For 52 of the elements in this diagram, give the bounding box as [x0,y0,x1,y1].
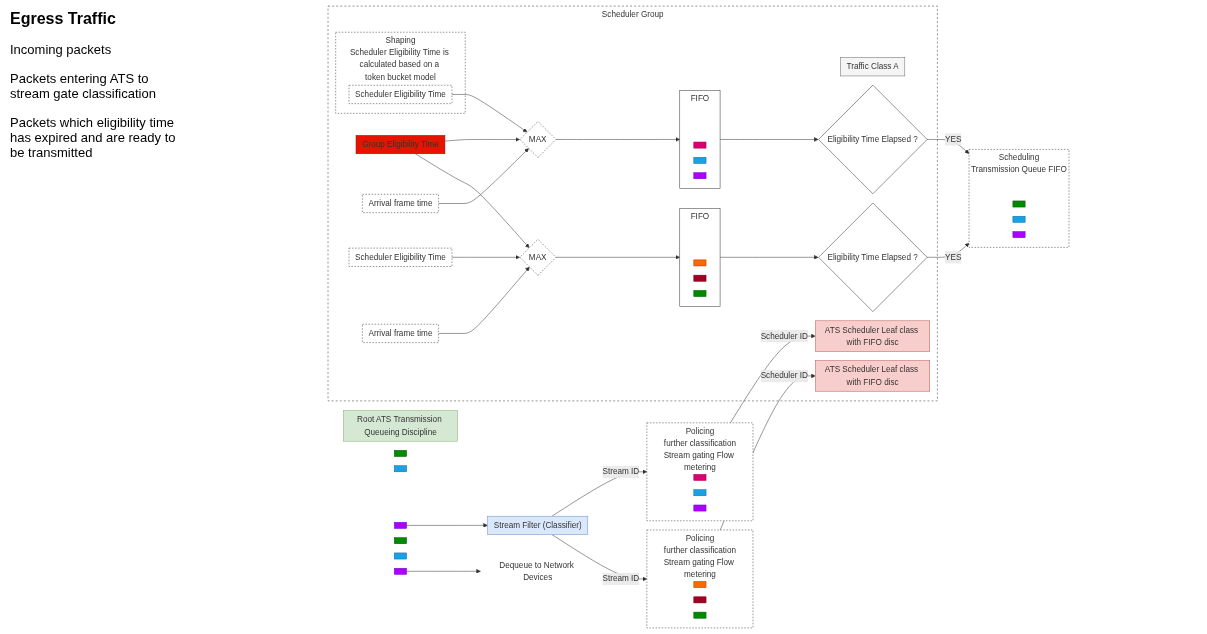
node-box: Root ATS Transmission Queueing Discipline [343,410,458,442]
cluster: Policing further classification Stream gating Flow metering [646,529,754,629]
edge-label: Stream ID [602,574,640,584]
node-diamond: MAX [519,239,557,276]
cluster: FIFO [679,90,721,189]
node-box: Scheduler Eligibility Time [348,247,453,267]
node-box: Scheduler Eligibility Time [348,85,453,104]
node-box [394,552,407,560]
node-diamond: Eligibility Time Elapsed ? [818,202,928,312]
node-box: Group Eligibility Time [355,135,446,154]
node-box [1012,231,1026,238]
node-box [693,611,707,619]
note-text: Egress Traffic [10,10,117,28]
node-box: Traffic Class A [840,57,906,77]
node-box: Arrival frame time [362,324,439,343]
node-box [1012,200,1026,208]
node-box [394,450,407,457]
node-box [693,290,707,297]
node-box [693,581,707,588]
node-box [394,465,407,473]
node-box [693,259,707,267]
edge-label: Scheduler ID [760,331,808,341]
node-box [693,274,707,282]
note-text: Packets entering ATS to stream gate classification [10,71,157,101]
node-box [693,596,707,604]
edge-label: Stream ID [602,467,640,476]
node-box [394,522,407,529]
node-diamond: MAX [519,121,557,158]
note-text: Incoming packets [10,42,113,57]
node-box [394,567,407,575]
node-box [693,157,707,164]
node-box [693,504,707,512]
node-label: Scheduler Eligibility Time is calculated based on a token bucket model [349,48,449,82]
cluster: Scheduling Transmission Queue FIFO [968,149,1070,248]
node-box: Stream Filter (Classifier) [487,515,589,535]
note-text: Packets which eligibility time has expired and are ready to be transmitted [10,115,177,160]
node-box: ATS Scheduler Leaf class with FIFO disc [815,360,930,392]
node-box [693,489,707,497]
node-box: ATS Scheduler Leaf class with FIFO disc [815,320,930,352]
node-text: Dequeue to Network Devices [499,560,574,582]
cluster: Policing further classification Stream gating Flow metering [646,422,754,522]
node-box [693,141,707,149]
edge-label: YES [945,252,962,262]
edge-label: Scheduler ID [760,371,808,380]
node-box [693,474,707,481]
node-box [693,172,707,179]
cluster: FIFO [679,208,721,307]
node-box [394,537,407,544]
node-box: Arrival frame time [362,194,439,213]
node-box [1012,216,1026,223]
edge-label: YES [945,134,962,144]
node-diamond: Eligibility Time Elapsed ? [818,84,928,195]
